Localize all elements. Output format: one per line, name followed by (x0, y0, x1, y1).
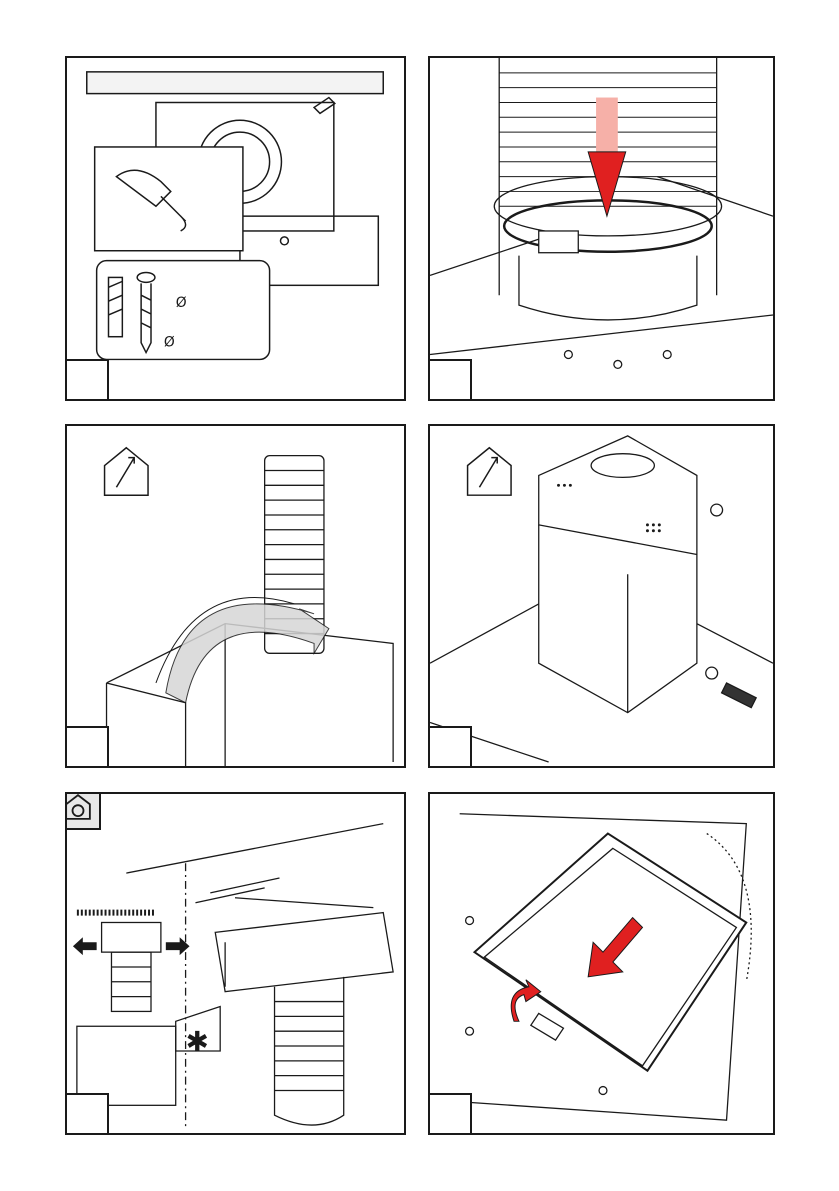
recirculation-bracket-illustration: ✱ (67, 794, 404, 1133)
note-asterisk: ✱ (186, 1025, 209, 1058)
step-panel-3 (65, 424, 406, 768)
step-panel-4 (428, 424, 775, 768)
step-panel-6 (428, 792, 775, 1135)
step-panel-5: ✱ (65, 792, 406, 1135)
diameter-label-1: Ø (176, 295, 187, 311)
step-number-box (428, 726, 472, 768)
vent-dots (557, 484, 661, 532)
step-number-box (65, 1093, 109, 1135)
hood-installation-illustration: Ø Ø (67, 58, 404, 399)
duct-insertion-illustration (67, 426, 404, 766)
recirculation-house-icon (65, 792, 101, 830)
step-panel-2 (428, 56, 775, 401)
step-panel-1: Ø Ø (65, 56, 406, 401)
step-number-box (428, 359, 472, 401)
ducted-exhaust-house-icon (105, 448, 148, 495)
chimney-cover-illustration (430, 426, 773, 766)
duct-clamp-illustration (430, 58, 773, 399)
step-number-box (65, 726, 109, 768)
step-number-box (428, 1093, 472, 1135)
grease-filter-illustration (430, 794, 773, 1133)
ducted-exhaust-house-icon (468, 448, 511, 495)
step-number-box (65, 359, 109, 401)
diameter-label-2: Ø (164, 335, 175, 351)
